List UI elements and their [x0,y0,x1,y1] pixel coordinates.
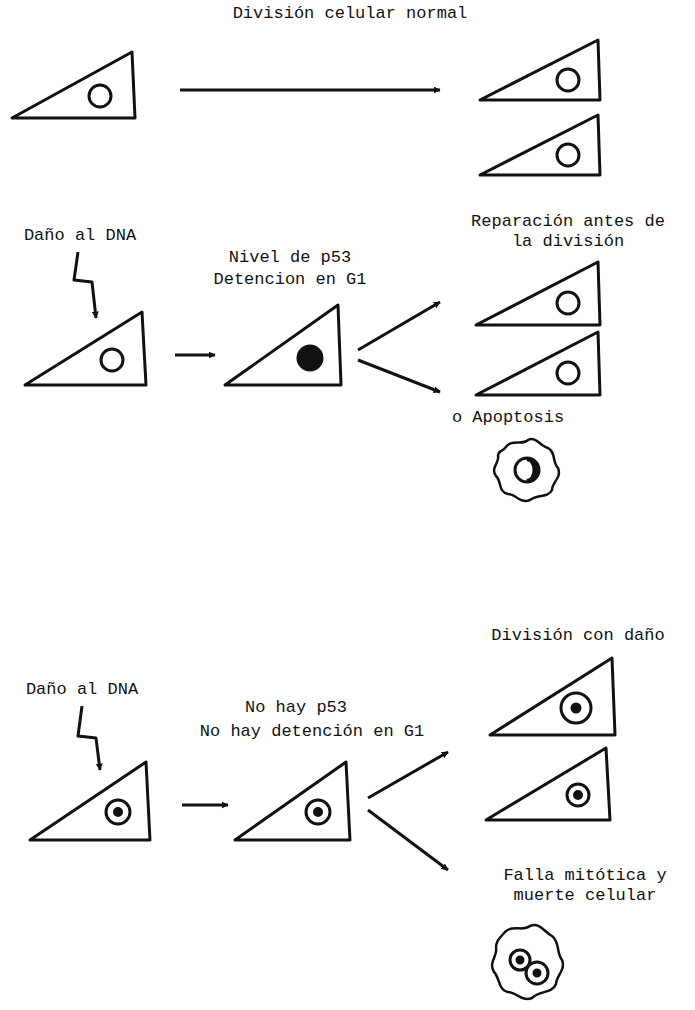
nucleus [106,800,130,824]
nucleus [89,85,111,107]
state-label: No hay detención en G1 [200,722,424,742]
damage-dot [575,792,582,799]
outcome-label: División con daño [491,626,664,646]
arrow [175,354,215,357]
damage-dot [115,809,122,816]
nucleus [515,458,539,482]
cell [480,40,600,100]
damage-dot [517,957,523,963]
damage-label: Daño al DNA [24,226,136,246]
arrow [368,810,448,870]
state-label: No hay p53 [245,698,347,718]
nucleus [557,292,579,314]
nucleus [561,693,591,723]
cell [30,762,150,840]
row-title: División celular normal [233,4,468,24]
damage-dot [572,704,580,712]
nucleus [101,349,123,371]
cell [235,762,350,840]
cell [486,748,610,820]
nucleus [567,784,589,806]
nucleus [306,800,330,824]
nucleus [557,144,579,166]
arrow [182,804,228,807]
arrow [368,752,448,798]
cell [480,115,600,175]
damage-label: Daño al DNA [26,680,138,700]
apoptotic-cell [494,439,559,501]
outcome-label: o Apoptosis [452,408,564,428]
state-label: Nivel de p53 [229,248,351,268]
nucleus-filled [298,346,322,370]
cell [12,52,135,118]
damage-dot [315,809,322,816]
arrow [180,89,440,92]
arrow [358,360,440,392]
cell [25,312,146,385]
cell [490,658,615,735]
state-label: Detencion en G1 [213,270,366,290]
nucleus [557,69,579,91]
damage-bolt [74,252,96,318]
cell [476,332,600,395]
damage-dot [534,970,540,976]
micronucleus [526,962,548,984]
outcome-label: Falla mitótica y muerte celular [498,866,673,906]
nucleus-fragment [528,460,538,480]
cell [225,305,341,385]
arrow [358,302,440,350]
outcome-label: Reparación antes de la división [461,212,676,252]
damage-bolt [78,706,100,770]
dead-cell [492,925,563,999]
cell [476,262,600,325]
nucleus [557,362,579,384]
